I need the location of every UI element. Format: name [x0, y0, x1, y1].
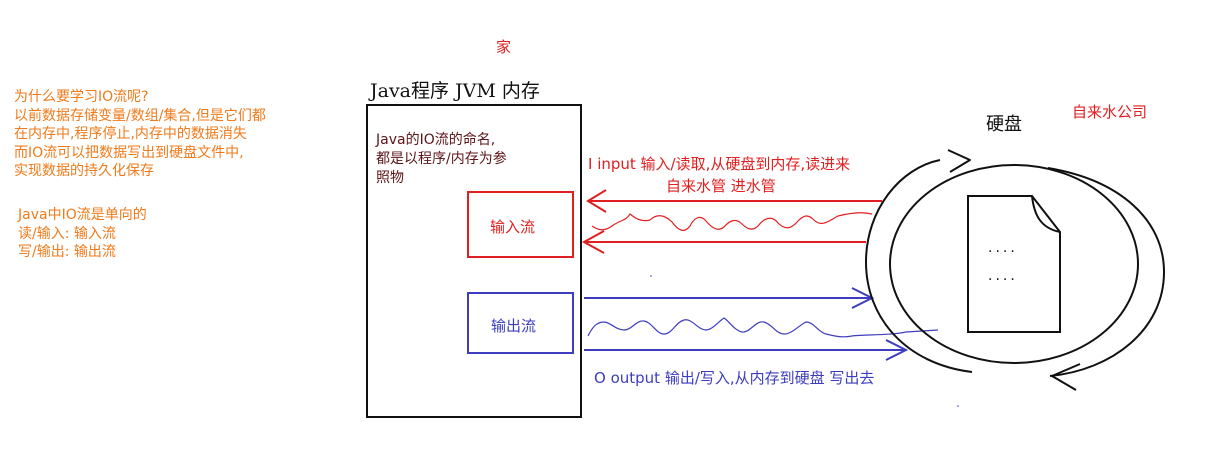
input-caption-line2: 自来水管 进水管 — [666, 177, 776, 195]
disk-outer-arc-left — [864, 159, 973, 373]
input-arrowhead-bottom — [581, 230, 605, 254]
disk-drawing — [864, 149, 1166, 391]
naming-note-line: 照物 — [376, 170, 404, 186]
stray-dot — [650, 275, 652, 277]
naming-note: Java的IO流的命名, 都是以程序/内存为参 照物 — [376, 131, 507, 188]
input-stream-box — [467, 191, 574, 258]
program-memory-box — [366, 104, 582, 418]
input-water-wave — [591, 212, 873, 231]
output-arrowhead-bottom — [885, 339, 909, 361]
write-line: 写/输出: 输出流 — [18, 244, 116, 260]
disk-arrowhead-bottom — [1051, 363, 1081, 391]
disk-inner-ellipse — [889, 164, 1139, 364]
water-company-label: 自来水公司 — [1072, 103, 1148, 121]
naming-note-line: Java的IO流的命名, — [376, 132, 496, 148]
input-arrows — [581, 189, 882, 254]
output-stream-label: 输出流 — [491, 317, 537, 335]
io-direction-note: Java中IO流是单向的 读/输入: 输入流 写/输出: 输出流 — [18, 206, 147, 262]
disk-label: 硬盘 — [986, 114, 1022, 135]
input-arrowhead-top — [586, 189, 607, 213]
home-label: 家 — [496, 38, 512, 56]
note-line: 而IO流可以把数据写出到硬盘文件中, — [14, 144, 244, 161]
note-line: 在内存中,程序停止,内存中的数据消失 — [14, 126, 247, 142]
output-caption: O output 输出/写入,从内存到硬盘 写出去 — [594, 369, 875, 387]
file-dots-line: .... — [988, 268, 1018, 284]
file-dots-line: .... — [988, 240, 1018, 256]
file-corner-fold — [1031, 195, 1061, 233]
io-purpose-note: 为什么要学习IO流呢? 以前数据存储变量/数组/集合,但是它们都 在内存中,程序… — [14, 88, 266, 181]
disk-outer-arc-right — [1047, 167, 1166, 377]
output-stream-box — [467, 292, 574, 354]
output-arrows — [584, 287, 939, 361]
disk-arrowhead-top — [947, 149, 971, 173]
direction-title: Java中IO流是单向的 — [18, 207, 147, 223]
note-line: 以前数据存储变量/数组/集合,但是它们都 — [14, 107, 266, 124]
output-water-wave — [587, 317, 939, 338]
note-line: 为什么要学习IO流呢? — [14, 89, 149, 105]
input-stream-label: 输入流 — [490, 218, 536, 236]
note-line: 实现数据的持久化保存 — [14, 163, 154, 179]
program-title: Java程序 JVM 内存 — [370, 80, 540, 102]
naming-note-line: 都是以程序/内存为参 — [376, 151, 507, 167]
file-icon — [967, 195, 1061, 333]
read-line: 读/输入: 输入流 — [18, 225, 116, 242]
input-caption-line1: I input 输入/读取,从硬盘到内存,读进来 — [588, 155, 851, 173]
stray-dot — [957, 405, 959, 407]
